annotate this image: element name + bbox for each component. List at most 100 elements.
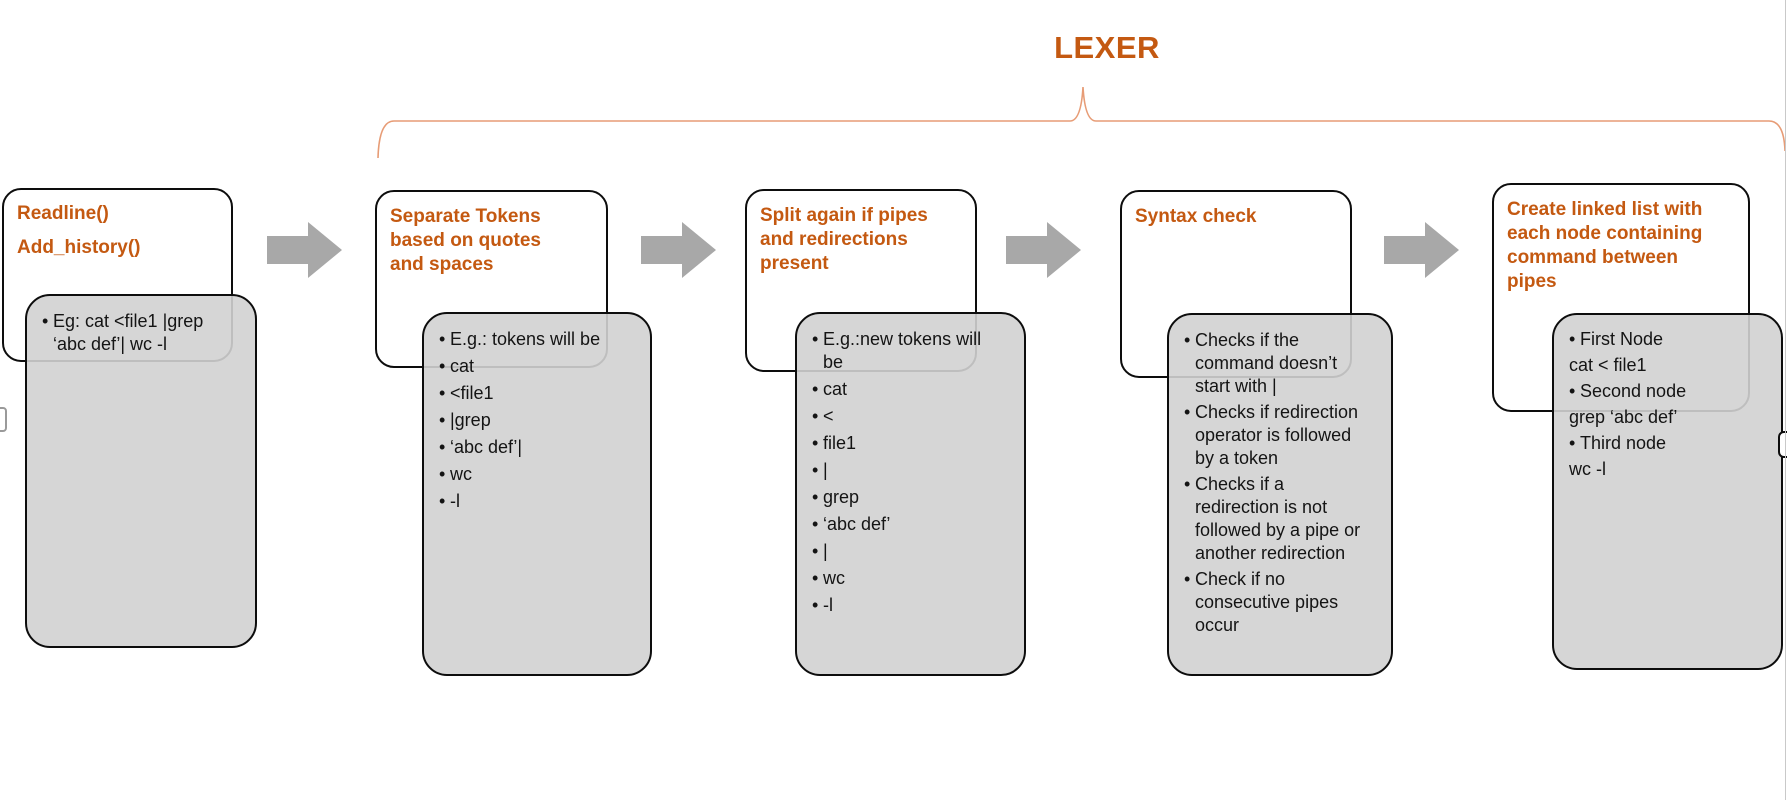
bullet-dot-icon: • <box>812 595 819 615</box>
bullet-item: •file1 <box>812 432 1018 455</box>
item-text: wc <box>823 568 845 588</box>
item-text: cat <box>450 356 475 376</box>
slide-edge-divider <box>1785 0 1786 800</box>
item-text: < <box>823 406 834 426</box>
bullet-item: •E.g.:new tokens will be <box>812 328 1018 374</box>
page-title: LEXER <box>1054 30 1160 65</box>
bullet-dot-icon: • <box>439 491 446 511</box>
bullet-item: •<file1 <box>439 382 644 405</box>
item-text: ‘abc def’| <box>450 437 523 457</box>
bullet-list: •E.g.: tokens will be•cat•<file1•|grep•‘… <box>424 314 650 513</box>
bullet-item: •Second node <box>1569 379 1775 404</box>
bullet-dot-icon: • <box>812 329 819 349</box>
item-text: Checks if the command doesn’t start with… <box>1195 330 1338 396</box>
bullet-dot-icon: • <box>439 383 446 403</box>
bullet-item: •First Node <box>1569 327 1775 352</box>
bullet-dot-icon: • <box>812 514 819 534</box>
bullet-item: •cat <box>812 378 1018 401</box>
item-text: wc <box>450 464 472 484</box>
bullet-item: •‘abc def’| <box>439 436 644 459</box>
item-text: -l <box>450 491 460 511</box>
bullet-dot-icon: • <box>439 410 446 430</box>
bullet-dot-icon: • <box>812 460 819 480</box>
bullet-dot-icon: • <box>1184 402 1191 422</box>
flow-arrow-icon <box>1006 222 1081 278</box>
step-title: Create linked list with each node contai… <box>1507 199 1703 292</box>
bullet-dot-icon: • <box>812 487 819 507</box>
bullet-item: •-l <box>439 490 644 513</box>
bullet-dot-icon: • <box>1569 381 1576 401</box>
bullet-item: •Checks if the command doesn’t start wit… <box>1184 329 1385 398</box>
command-line: cat < file1 <box>1569 353 1775 378</box>
item-text: -l <box>823 595 833 615</box>
bullet-dot-icon: • <box>1184 330 1191 350</box>
item-text: |grep <box>450 410 491 430</box>
right-edge-partial-shape <box>1778 431 1787 458</box>
bullet-dot-icon: • <box>439 464 446 484</box>
bullet-dot-icon: • <box>439 356 446 376</box>
command-line: grep ‘abc def’ <box>1569 405 1775 430</box>
step-detail-box-readline: •Eg: cat <file1 |grep ‘abc def’| wc -l <box>25 294 257 648</box>
item-text: Second node <box>1580 381 1687 401</box>
bullet-dot-icon: • <box>1184 474 1191 494</box>
bullet-item: •|grep <box>439 409 644 432</box>
item-text: wc -l <box>1569 459 1606 479</box>
item-text: grep <box>823 487 860 507</box>
item-text: Eg: cat <file1 |grep ‘abc def’| wc -l <box>53 311 204 354</box>
command-line: wc -l <box>1569 457 1775 482</box>
step-title: Separate Tokens based on quotes and spac… <box>390 206 541 275</box>
step-title: Syntax check <box>1135 206 1257 227</box>
bullet-item: •wc <box>439 463 644 486</box>
item-text: Checks if redirection operator is follow… <box>1195 402 1359 468</box>
item-text: file1 <box>823 433 857 453</box>
step-title: Split again if pipes and redirections pr… <box>760 205 928 274</box>
bullet-item: •‘abc def’ <box>812 513 1018 536</box>
step-title: Readline() Add_history() <box>17 203 141 258</box>
bullet-dot-icon: • <box>1184 569 1191 589</box>
bullet-dot-icon: • <box>812 379 819 399</box>
bullet-item: •E.g.: tokens will be <box>439 328 644 351</box>
bullet-item: •grep <box>812 486 1018 509</box>
bullet-item: •< <box>812 405 1018 428</box>
bullet-item: •Eg: cat <file1 |grep ‘abc def’| wc -l <box>42 310 249 356</box>
item-text: | <box>823 460 828 480</box>
bullet-dot-icon: • <box>1569 329 1576 349</box>
item-text: <file1 <box>450 383 494 403</box>
bullet-dot-icon: • <box>42 311 49 331</box>
bullet-item: •Checks if a redirection is not followed… <box>1184 473 1385 565</box>
item-text: Checks if a redirection is not followed … <box>1195 474 1361 563</box>
bullet-item: •Check if no consecutive pipes occur <box>1184 568 1385 637</box>
item-text: | <box>823 541 828 561</box>
bullet-list: •Checks if the command doesn’t start wit… <box>1169 315 1391 637</box>
step-detail-box-split-again: •E.g.:new tokens will be•cat•<•file1•|•g… <box>795 312 1026 676</box>
item-text: E.g.: tokens will be <box>450 329 601 349</box>
bullet-dot-icon: • <box>812 433 819 453</box>
item-text: First Node <box>1580 329 1664 349</box>
bullet-item: •-l <box>812 594 1018 617</box>
item-text: ‘abc def’ <box>823 514 891 534</box>
bullet-item: •Checks if redirection operator is follo… <box>1184 401 1385 470</box>
bullet-item: •| <box>812 540 1018 563</box>
bullet-item: •wc <box>812 567 1018 590</box>
flow-arrow-icon <box>267 222 342 278</box>
item-text: cat < file1 <box>1569 355 1647 375</box>
item-text: Check if no consecutive pipes occur <box>1195 569 1339 635</box>
flow-arrow-icon <box>641 222 716 278</box>
step-detail-box-syntax-check: •Checks if the command doesn’t start wit… <box>1167 313 1393 676</box>
bullet-list: •E.g.:new tokens will be•cat•<•file1•|•g… <box>797 314 1024 617</box>
bullet-dot-icon: • <box>812 541 819 561</box>
bullet-dot-icon: • <box>439 437 446 457</box>
bullet-dot-icon: • <box>812 406 819 426</box>
bullet-dot-icon: • <box>1569 433 1576 453</box>
bullet-item: •| <box>812 459 1018 482</box>
flow-arrow-icon <box>1384 222 1459 278</box>
item-text: cat <box>823 379 848 399</box>
bullet-item: •cat <box>439 355 644 378</box>
item-text: E.g.:new tokens will be <box>823 329 982 372</box>
bullet-dot-icon: • <box>439 329 446 349</box>
item-text: grep ‘abc def’ <box>1569 407 1678 427</box>
bullet-dot-icon: • <box>812 568 819 588</box>
left-edge-partial-shape <box>0 407 7 432</box>
